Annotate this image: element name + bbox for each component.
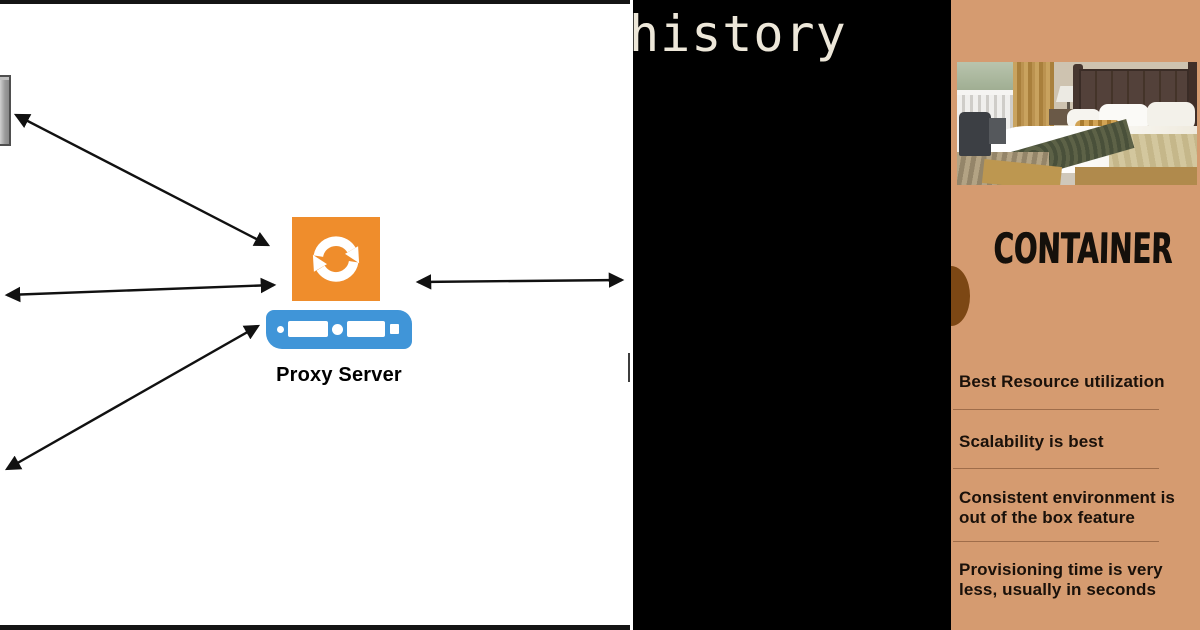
server-drive-bay-1 (288, 321, 328, 337)
photo-bed-skirt (1075, 167, 1197, 185)
cropped-text-mark (628, 353, 630, 382)
divider (953, 541, 1159, 542)
photo-bedpost-left (1073, 64, 1083, 130)
server-led-dot (277, 326, 284, 333)
proxy-server-label: Proxy Server (276, 364, 402, 386)
photo-greenery (957, 62, 1017, 94)
arrow-client2-to-proxy (4, 277, 277, 303)
benefit-item: Best Resource utilization (959, 372, 1165, 391)
semicircle-decoration (951, 266, 970, 326)
panel-gap (630, 0, 633, 630)
divider (953, 468, 1159, 469)
photo-chair (959, 112, 991, 156)
container-poster-panel: CONTAINER Best Resource utilization Scal… (951, 0, 1200, 630)
photo-balcony-rail-top (957, 90, 1015, 95)
arrow-client1-to-proxy (13, 113, 271, 247)
terminal-panel: history (633, 0, 951, 630)
poster-title: CONTAINER (992, 224, 1174, 273)
photo-side-table (989, 118, 1006, 144)
rack-server-icon (266, 310, 412, 349)
arrow-client3-to-proxy (4, 324, 261, 471)
server-drive-bay-2 (347, 321, 385, 337)
photo-bedpost-right (1188, 62, 1197, 132)
proxy-diagram-panel: Proxy Server (0, 0, 630, 630)
sync-icon (292, 217, 380, 301)
benefit-item: Provisioning time is very less, usually … (959, 560, 1163, 599)
divider (953, 409, 1159, 410)
benefit-item: Consistent environment is out of the box… (959, 488, 1175, 527)
server-port (390, 324, 399, 334)
benefit-item: Scalability is best (959, 432, 1104, 451)
photo-pillow (1147, 102, 1195, 130)
hotel-room-photo (957, 62, 1197, 185)
server-power-button (332, 324, 343, 335)
connection-arrows (4, 113, 625, 471)
arrow-proxy-to-internet (415, 272, 625, 290)
client-server-box (0, 75, 11, 146)
terminal-command-text: history (633, 5, 847, 63)
photo-lamp-stem (1067, 102, 1070, 112)
